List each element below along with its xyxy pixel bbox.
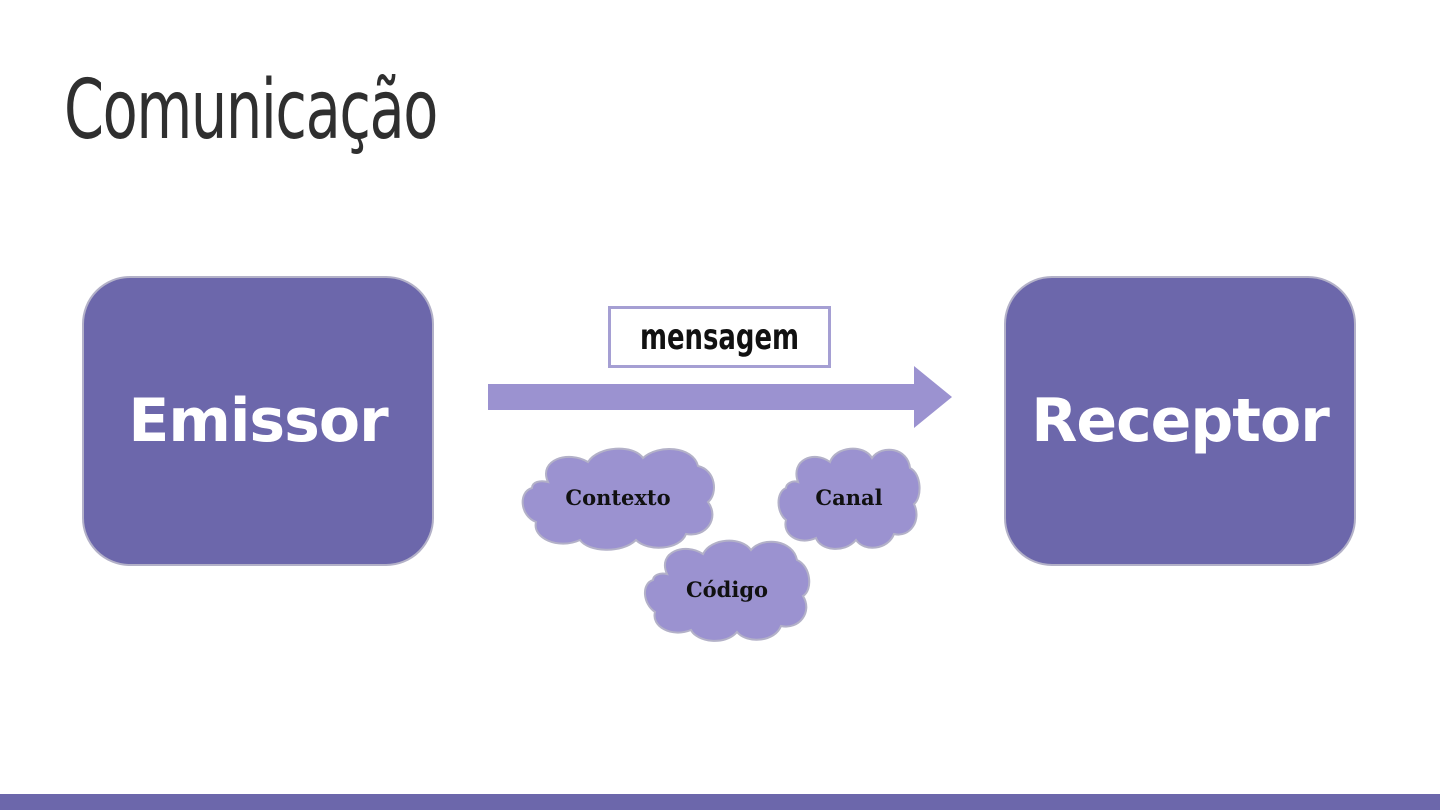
context-label: Contexto: [565, 484, 671, 510]
channel-cloud: Canal: [776, 442, 922, 552]
cloud-shape-icon: [777, 447, 921, 550]
cloud-shape-icon: [521, 447, 715, 551]
message-label: mensagem: [639, 316, 800, 358]
receiver-label: Receptor: [1031, 386, 1330, 456]
sender-box: Emissor: [82, 276, 434, 566]
cloud-shape-icon: [644, 539, 811, 642]
receiver-box: Receptor: [1004, 276, 1356, 566]
channel-label: Canal: [815, 484, 883, 510]
code-label: Código: [685, 576, 769, 602]
message-box: mensagem: [608, 306, 831, 368]
slide-title: Comunicação: [64, 63, 438, 158]
sender-label: Emissor: [128, 386, 388, 456]
footer-bar: [0, 794, 1440, 810]
code-cloud: Código: [641, 534, 813, 644]
right-arrow-icon: [488, 366, 952, 428]
context-cloud: Contexto: [518, 442, 718, 552]
